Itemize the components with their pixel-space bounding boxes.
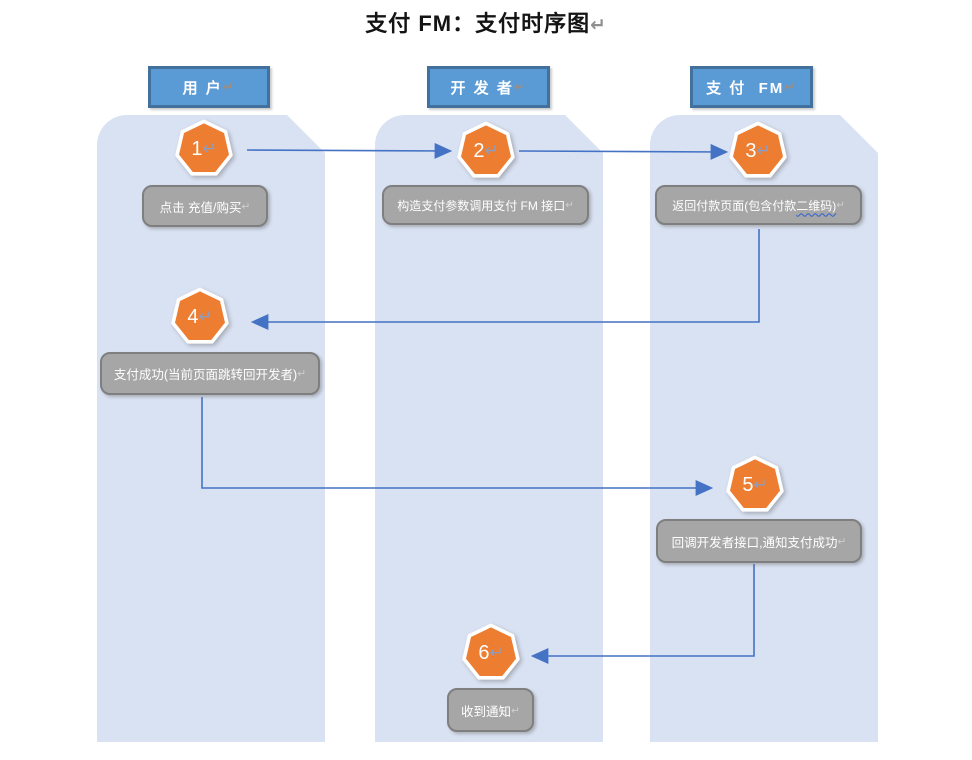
step-label: 回调开发者接口,通知支付成功	[671, 535, 838, 550]
lane-corner-snip	[840, 115, 878, 153]
heptagon-icon	[729, 121, 787, 178]
heptagon-icon	[171, 287, 229, 344]
return-mark: ↵	[836, 199, 845, 211]
step-number: 3	[745, 139, 757, 162]
step-box-5: 回调开发者接口,通知支付成功↵	[656, 519, 862, 563]
step-label: 收到通知	[461, 704, 512, 719]
step-badge-2: 2↵	[456, 121, 516, 181]
heptagon-icon	[726, 455, 784, 512]
heptagon-icon	[175, 119, 233, 176]
return-mark: ↵	[222, 79, 236, 94]
step-label: 构造支付参数调用支付 FM 接口	[397, 198, 566, 213]
step-badge-4: 4↵	[170, 287, 230, 347]
return-mark: ↵	[489, 643, 504, 662]
step-box-1: 点击 充值/购买↵	[142, 185, 268, 227]
lane-header-user: 用 户↵	[148, 66, 270, 108]
step-label: 返回付款页面(包含付款	[672, 198, 797, 213]
return-mark: ↵	[198, 307, 213, 326]
return-mark: ↵	[753, 475, 768, 494]
step-box-6: 收到通知↵	[447, 688, 534, 732]
step-box-3: 返回付款页面(包含付款二维码)↵	[655, 185, 862, 225]
lane-header-developer: 开 发 者↵	[427, 66, 550, 108]
lane-corner-snip	[565, 115, 603, 153]
return-mark: ↵	[590, 14, 607, 35]
return-mark: ↵	[837, 535, 847, 548]
step-number: 4	[187, 305, 199, 328]
return-mark: ↵	[756, 141, 771, 160]
step-badge-5: 5↵	[725, 455, 785, 515]
return-mark: ↵	[241, 200, 251, 213]
return-mark: ↵	[784, 79, 797, 94]
heptagon-icon	[462, 623, 520, 680]
return-mark: ↵	[565, 199, 574, 211]
lane-corner-snip	[287, 115, 325, 153]
step-badge-3: 3↵	[728, 121, 788, 181]
title-text: 支付 FM：支付时序图	[365, 11, 591, 36]
return-mark: ↵	[511, 704, 520, 717]
page-title: 支付 FM：支付时序图↵	[0, 6, 972, 38]
step-label-spellchecked: 二维码)	[796, 198, 837, 213]
return-mark: ↵	[297, 368, 307, 380]
step-number: 5	[742, 473, 754, 496]
lane-header-label: 开 发 者	[450, 79, 514, 97]
step-badge-1: 1↵	[174, 119, 234, 179]
step-badge-6: 6↵	[461, 623, 521, 683]
lane-header-payment-fm: 支 付 FM↵	[690, 66, 813, 108]
lane-header-label: 用 户	[182, 79, 223, 97]
step-number: 6	[478, 641, 490, 664]
return-mark: ↵	[513, 79, 527, 94]
step-box-4: 支付成功(当前页面跳转回开发者)↵	[100, 352, 320, 395]
step-box-2: 构造支付参数调用支付 FM 接口↵	[382, 185, 589, 225]
step-number: 1	[191, 137, 203, 160]
return-mark: ↵	[202, 139, 217, 158]
step-number: 2	[473, 139, 485, 162]
lane-header-label: 支 付 FM	[706, 79, 785, 97]
return-mark: ↵	[484, 141, 499, 160]
step-label: 支付成功(当前页面跳转回开发者)	[113, 368, 298, 382]
step-label: 点击 充值/购买	[159, 200, 242, 215]
heptagon-icon	[457, 121, 515, 178]
